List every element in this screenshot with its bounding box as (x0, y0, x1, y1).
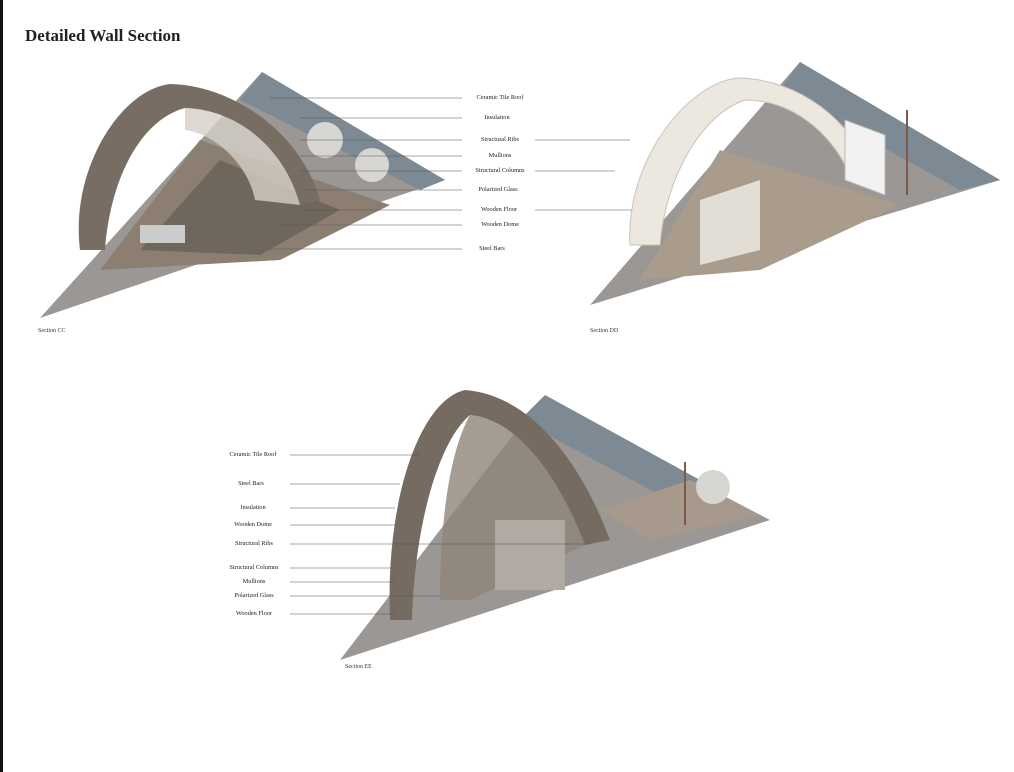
ee-label-wooden-floor: Wooden Floor (235, 610, 273, 617)
ee-glass-roof-plane (520, 395, 700, 495)
page-left-border (0, 0, 3, 772)
ee-tree (696, 470, 730, 504)
ee-label-insulation: Insulation (240, 504, 266, 511)
ee-leader-lines (290, 454, 590, 615)
dd-glass-panel (844, 119, 886, 196)
cc-label-ceramic-tile-roof: Ceramic Tile Roof (476, 94, 524, 101)
ee-label-ceramic-tile-roof: Ceramic Tile Roof (229, 451, 277, 458)
cc-label-steel-bars: Steel Bars (479, 245, 505, 252)
dd-glass-roof-plane (780, 62, 1000, 190)
ee-label-structural-columns: Structural Columns (229, 564, 279, 571)
ee-shelves (495, 520, 565, 590)
cc-ceramic-roof-shell (78, 84, 320, 250)
dd-partition (700, 180, 760, 265)
ee-label-structural-ribs: Structural Ribs (235, 540, 273, 547)
cc-label-wooden-floor: Wooden Floor (480, 206, 518, 213)
cc-label-mullions: Mullions (488, 152, 512, 159)
cc-tree (355, 148, 389, 182)
cc-label-polarized-glass: Polarized Glass (478, 186, 518, 193)
cc-shadow (140, 160, 340, 255)
cc-label-structural-columns: Structural Columns (475, 167, 525, 174)
section-dd-drawing (590, 62, 1000, 305)
ee-ceramic-roof-shell (389, 390, 610, 620)
section-ee-drawing (340, 390, 770, 660)
page-title: Detailed Wall Section (25, 26, 181, 45)
cc-leader-lines (270, 97, 640, 250)
section-cc-drawing (40, 72, 445, 318)
ee-label-wooden-dome: Wooden Dome (234, 521, 272, 528)
ee-label-steel-bars: Steel Bars (238, 480, 264, 487)
ee-label-mullions: Mullions (242, 578, 266, 585)
cc-label-insulation: Insulation (484, 114, 510, 121)
cc-label-structural-ribs: Structural Ribs (481, 136, 519, 143)
cc-structural-ribs (185, 108, 300, 205)
section-cc-caption: Section CC (38, 328, 66, 334)
cc-counter (140, 225, 185, 243)
section-ee-caption: Section EE (345, 664, 372, 670)
ee-label-polarized-glass: Polarized Glass (234, 592, 274, 599)
cc-glass-roof-plane (240, 72, 445, 190)
section-dd-caption: Section DD (590, 328, 619, 334)
cc-label-wooden-dome: Wooden Dome (481, 221, 519, 228)
